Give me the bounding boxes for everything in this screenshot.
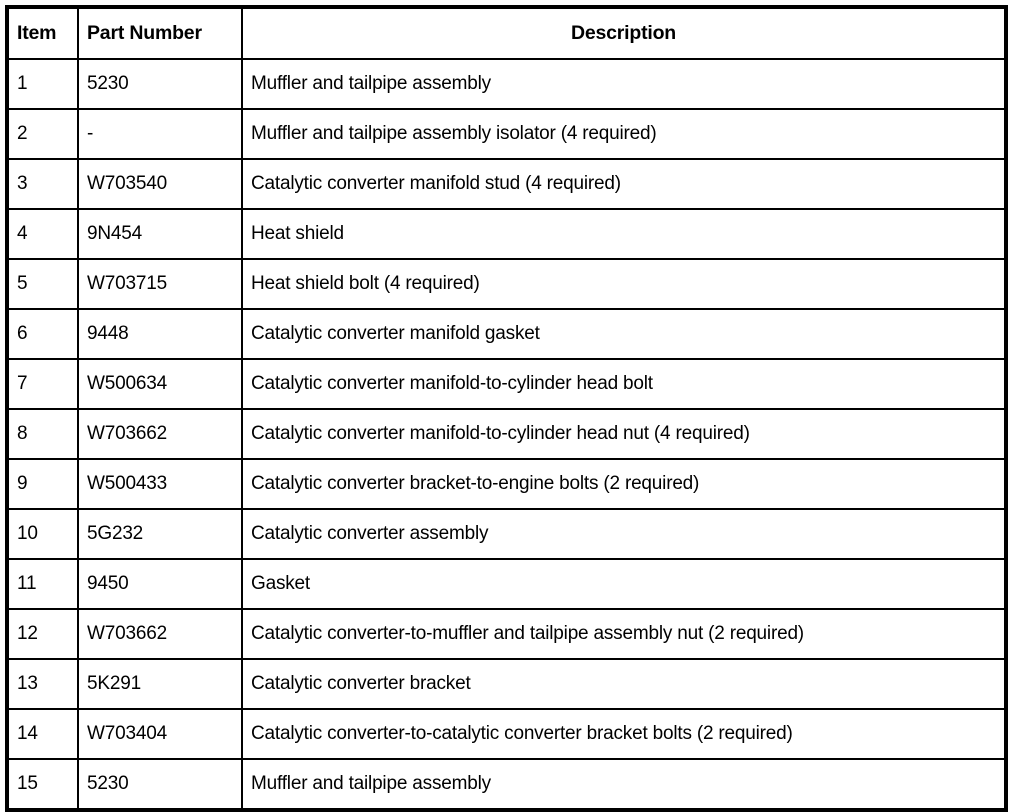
cell-item: 5	[6, 258, 79, 310]
table-row: 8 W703662 Catalytic converter manifold-t…	[6, 408, 1007, 460]
table-row: 11 9450 Gasket	[6, 558, 1007, 610]
cell-description: Catalytic converter bracket-to-engine bo…	[241, 458, 1007, 510]
table-row: 4 9N454 Heat shield	[6, 208, 1007, 260]
column-header-item: Item	[6, 6, 79, 60]
cell-item: 1	[6, 58, 79, 110]
table-row: 2 - Muffler and tailpipe assembly isolat…	[6, 108, 1007, 160]
cell-item: 13	[6, 658, 79, 710]
cell-description: Heat shield bolt (4 required)	[241, 258, 1007, 310]
cell-part-number: 5K291	[77, 658, 243, 710]
cell-part-number: W703715	[77, 258, 243, 310]
cell-description: Catalytic converter bracket	[241, 658, 1007, 710]
cell-item: 8	[6, 408, 79, 460]
cell-item: 9	[6, 458, 79, 510]
cell-part-number: W703404	[77, 708, 243, 760]
table-row: 7 W500634 Catalytic converter manifold-t…	[6, 358, 1007, 410]
table-row: 13 5K291 Catalytic converter bracket	[6, 658, 1007, 710]
cell-part-number: W703662	[77, 608, 243, 660]
cell-part-number: -	[77, 108, 243, 160]
table-row: 3 W703540 Catalytic converter manifold s…	[6, 158, 1007, 210]
table-row: 12 W703662 Catalytic converter-to-muffle…	[6, 608, 1007, 660]
cell-part-number: 5G232	[77, 508, 243, 560]
cell-item: 3	[6, 158, 79, 210]
cell-part-number: W500433	[77, 458, 243, 510]
cell-description: Catalytic converter manifold gasket	[241, 308, 1007, 360]
cell-part-number: 9448	[77, 308, 243, 360]
table-row: 9 W500433 Catalytic converter bracket-to…	[6, 458, 1007, 510]
cell-item: 6	[6, 308, 79, 360]
cell-part-number: W703662	[77, 408, 243, 460]
cell-description: Catalytic converter manifold-to-cylinder…	[241, 358, 1007, 410]
cell-item: 4	[6, 208, 79, 260]
cell-part-number: 5230	[77, 58, 243, 110]
cell-part-number: 9450	[77, 558, 243, 610]
cell-description: Catalytic converter manifold stud (4 req…	[241, 158, 1007, 210]
column-header-description: Description	[241, 6, 1007, 60]
cell-part-number: 9N454	[77, 208, 243, 260]
cell-part-number: W703540	[77, 158, 243, 210]
exhaust-system-parts-table: Item Part Number Description 1 5230 Muff…	[5, 5, 1008, 812]
column-header-part-number: Part Number	[77, 6, 243, 60]
cell-description: Catalytic converter manifold-to-cylinder…	[241, 408, 1007, 460]
cell-item: 2	[6, 108, 79, 160]
cell-description: Muffler and tailpipe assembly	[241, 758, 1007, 811]
table-row: 6 9448 Catalytic converter manifold gask…	[6, 308, 1007, 360]
cell-description: Catalytic converter assembly	[241, 508, 1007, 560]
table-row: 1 5230 Muffler and tailpipe assembly	[6, 58, 1007, 110]
table-row: 14 W703404 Catalytic converter-to-cataly…	[6, 708, 1007, 760]
document-page: Item Part Number Description 1 5230 Muff…	[5, 5, 1008, 812]
cell-part-number: 5230	[77, 758, 243, 811]
cell-description: Catalytic converter-to-catalytic convert…	[241, 708, 1007, 760]
cell-description: Catalytic converter-to-muffler and tailp…	[241, 608, 1007, 660]
cell-item: 10	[6, 508, 79, 560]
cell-description: Muffler and tailpipe assembly isolator (…	[241, 108, 1007, 160]
cell-item: 7	[6, 358, 79, 410]
cell-item: 15	[6, 758, 79, 811]
table-row: 15 5230 Muffler and tailpipe assembly	[6, 758, 1007, 811]
cell-item: 12	[6, 608, 79, 660]
table-body: 1 5230 Muffler and tailpipe assembly 2 -…	[6, 58, 1007, 811]
table-row: 10 5G232 Catalytic converter assembly	[6, 508, 1007, 560]
cell-description: Gasket	[241, 558, 1007, 610]
cell-description: Heat shield	[241, 208, 1007, 260]
cell-item: 11	[6, 558, 79, 610]
cell-part-number: W500634	[77, 358, 243, 410]
table-header: Item Part Number Description	[6, 6, 1007, 60]
cell-description: Muffler and tailpipe assembly	[241, 58, 1007, 110]
table-header-row: Item Part Number Description	[6, 6, 1007, 60]
cell-item: 14	[6, 708, 79, 760]
table-row: 5 W703715 Heat shield bolt (4 required)	[6, 258, 1007, 310]
